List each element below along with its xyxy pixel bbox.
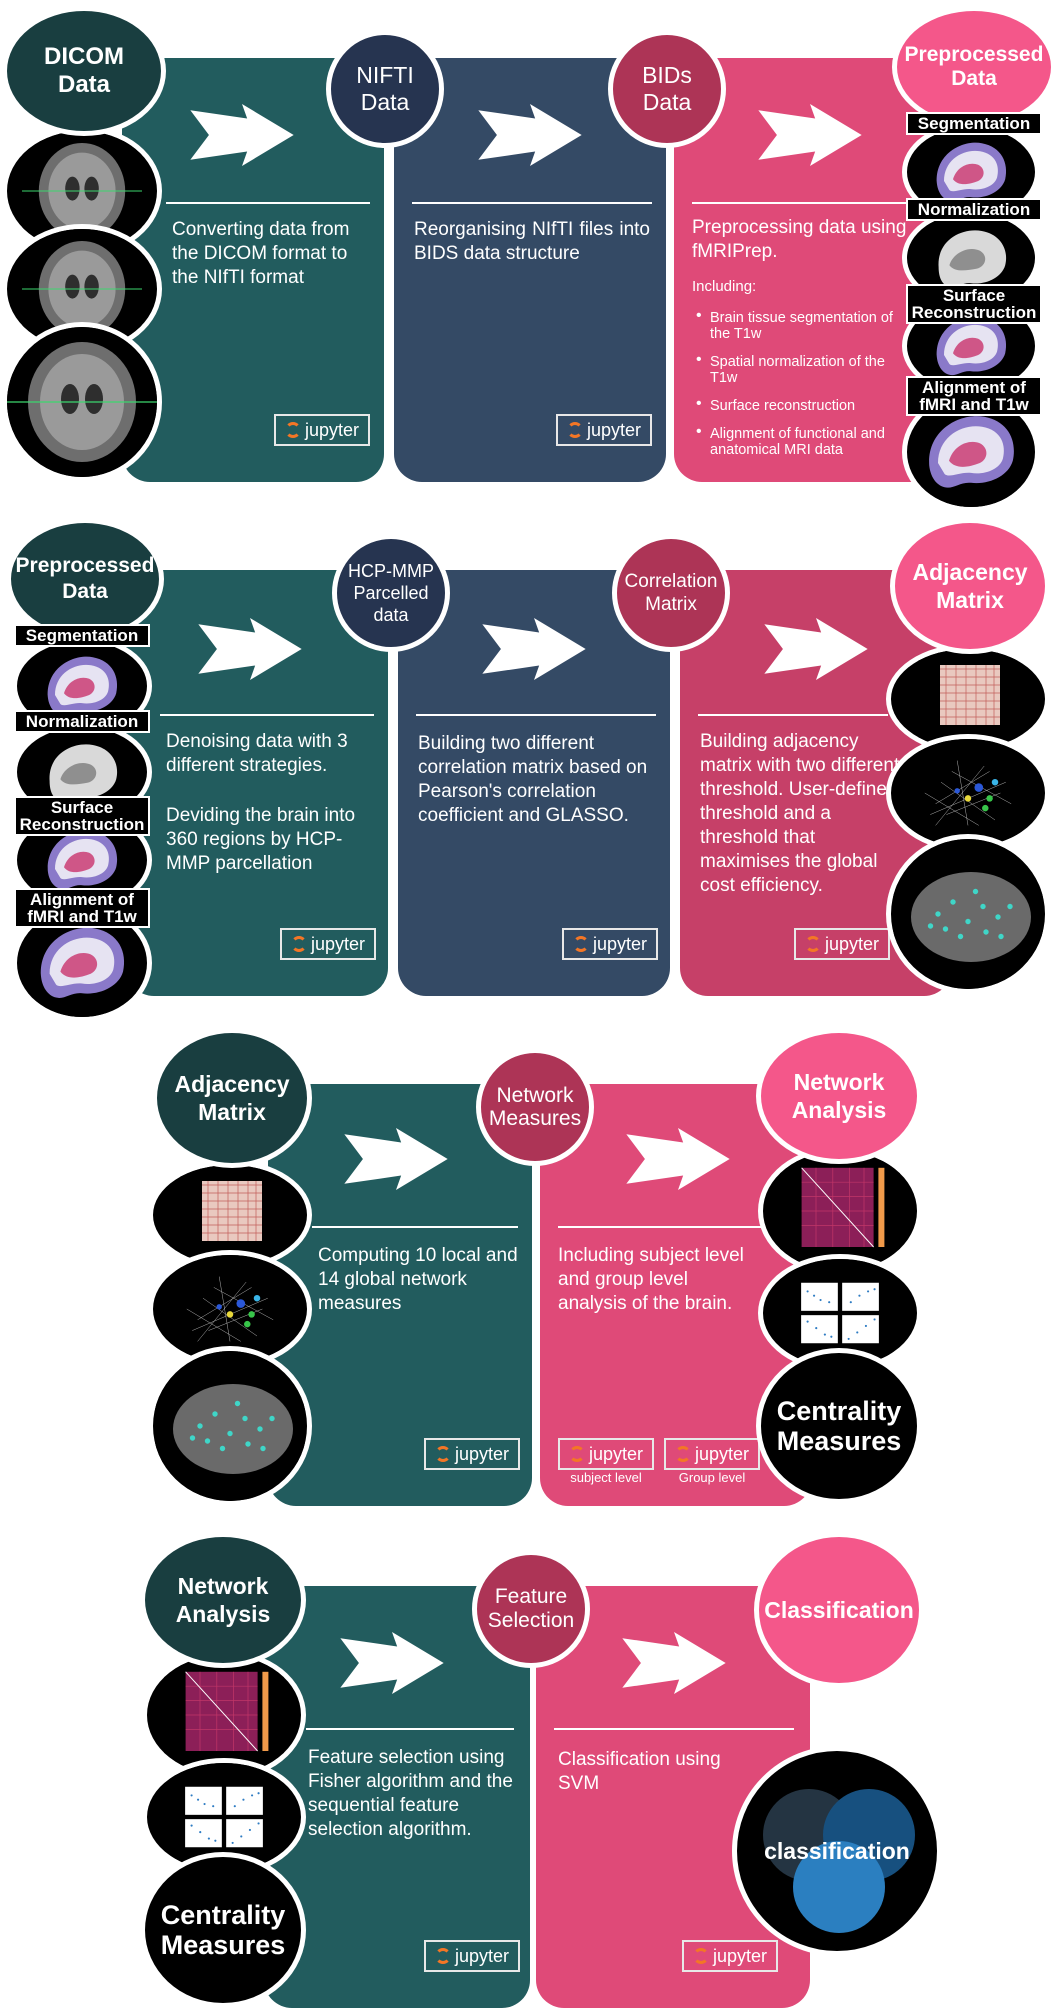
step-description: Building adjacency matrix with two diffe… xyxy=(700,731,900,896)
divider xyxy=(412,202,652,204)
node-preprocessed-data: Preprocessed Data xyxy=(892,6,1056,128)
brain-network-3d-image xyxy=(886,834,1050,994)
node-bids-data: BIDs Data xyxy=(608,30,726,148)
divider xyxy=(166,202,370,204)
node-centrality-measures: Centrality Measures xyxy=(756,1348,922,1504)
bullet-item: Brain tissue segmentation of the T1w xyxy=(694,308,902,342)
divider xyxy=(306,1728,514,1730)
node-preprocessed-data: Preprocessed Data xyxy=(6,518,164,640)
divider xyxy=(554,1728,794,1730)
node-hcp-parcelled-data: HCP-MMP Parcelled data xyxy=(332,534,450,652)
node-classification: Classification xyxy=(754,1532,924,1688)
node-dicom-data: DICOM Data xyxy=(2,6,166,136)
step-description: Denoising data with 3 different strategi… xyxy=(166,731,348,776)
divider xyxy=(558,1226,764,1228)
step-description: Classification using SVM xyxy=(558,1749,721,1794)
preprocessing-bullets: Brain tissue segmentation of the T1w Spa… xyxy=(694,308,902,470)
jupyter-logo: jupyter xyxy=(562,928,658,960)
label-segmentation: Segmentation xyxy=(14,624,150,647)
arrow-icon xyxy=(198,618,302,680)
step-description: Preprocessing data using fMRIPrep. xyxy=(692,217,907,262)
node-network-analysis: Network Analysis xyxy=(140,1532,306,1668)
including-label: Including: xyxy=(692,278,757,295)
node-network-analysis: Network Analysis xyxy=(756,1028,922,1164)
node-network-measures: Network Measures xyxy=(476,1048,594,1166)
divider xyxy=(692,202,928,204)
jupyter-logo-subject: jupyter xyxy=(558,1438,654,1470)
label-alignment: Alignment of fMRI and T1w xyxy=(14,888,150,928)
jupyter-logo: jupyter xyxy=(556,414,652,446)
venn-circles xyxy=(763,1789,915,1933)
step-description: Feature selection using Fisher algorithm… xyxy=(308,1747,513,1840)
network-graph-image xyxy=(886,734,1050,852)
jupyter-logo: jupyter xyxy=(424,1940,520,1972)
mri-slice-image xyxy=(2,224,162,354)
arrow-icon xyxy=(622,1632,726,1694)
venn-label: classification xyxy=(764,1837,910,1864)
bullet-item: Spatial normalization of the T1w xyxy=(694,352,902,386)
label-segmentation: Segmentation xyxy=(906,112,1042,135)
bullet-item: Alignment of functional and anatomical M… xyxy=(694,424,902,458)
node-adjacency-matrix: Adjacency Matrix xyxy=(152,1028,312,1168)
node-correlation-matrix: Correlation Matrix xyxy=(612,534,730,652)
node-adjacency-matrix: Adjacency Matrix xyxy=(890,518,1050,654)
divider xyxy=(698,714,888,716)
divider xyxy=(312,1226,518,1228)
arrow-icon xyxy=(478,104,582,166)
bullet-item: Surface reconstruction xyxy=(694,396,902,414)
arrow-icon xyxy=(340,1632,444,1694)
label-surface-reconstruction: Surface Reconstruction xyxy=(906,284,1042,324)
label-normalization: Normalization xyxy=(906,198,1042,221)
node-nifti-data: NIFTI Data xyxy=(326,30,444,148)
label-normalization: Normalization xyxy=(14,710,150,733)
brain-network-3d-image xyxy=(148,1346,312,1506)
step-description: Reorganising NIfTI files into BIDS data … xyxy=(414,219,650,264)
arrow-icon xyxy=(764,618,868,680)
divider xyxy=(160,714,374,716)
step-description: Including subject level and group level … xyxy=(558,1245,744,1314)
arrow-icon xyxy=(344,1128,448,1190)
arrow-icon xyxy=(626,1128,730,1190)
arrow-icon xyxy=(482,618,586,680)
classification-venn: classification xyxy=(732,1746,942,1956)
jupyter-logo: jupyter xyxy=(682,1940,778,1972)
jupyter-logo: jupyter xyxy=(424,1438,520,1470)
arrow-icon xyxy=(758,104,862,166)
step-description: Computing 10 local and 14 global network… xyxy=(318,1245,518,1314)
arrow-icon xyxy=(190,104,294,166)
group-level-caption: Group level xyxy=(678,1470,746,1485)
jupyter-logo: jupyter xyxy=(794,928,890,960)
label-alignment: Alignment of fMRI and T1w xyxy=(906,376,1042,416)
jupyter-logo: jupyter xyxy=(274,414,370,446)
label-surface-reconstruction: Surface Reconstruction xyxy=(14,796,150,836)
divider xyxy=(416,714,656,716)
jupyter-logo-group: jupyter xyxy=(664,1438,760,1470)
mri-slice-image xyxy=(2,322,162,482)
step-description: Building two different correlation matri… xyxy=(418,733,648,826)
step-description: Converting data from the DICOM format to… xyxy=(172,219,350,288)
jupyter-logo: jupyter xyxy=(280,928,376,960)
subject-level-caption: subject level xyxy=(570,1470,642,1485)
node-feature-selection: Feature Selection xyxy=(472,1550,590,1668)
step-description: Deviding the brain into 360 regions by H… xyxy=(166,805,356,874)
node-centrality-measures: Centrality Measures xyxy=(140,1852,306,2008)
